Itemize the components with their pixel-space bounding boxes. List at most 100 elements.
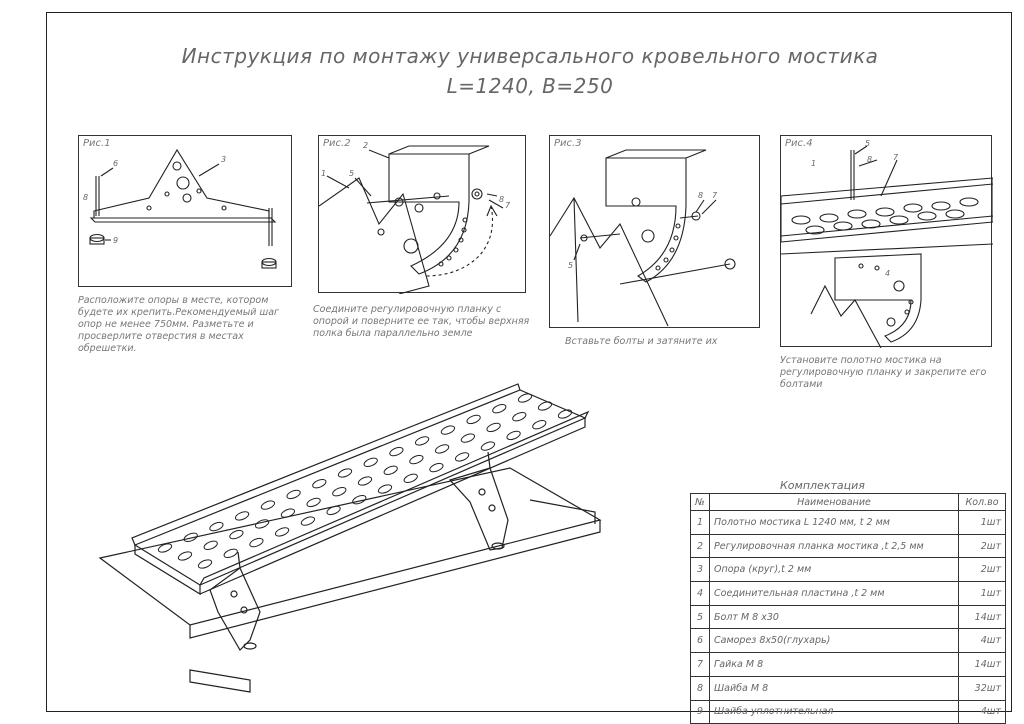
deck-slot xyxy=(429,462,444,473)
deck-slot xyxy=(454,452,470,462)
deck-slot xyxy=(312,479,327,489)
deck-slot xyxy=(203,540,218,550)
figure-3-label: Рис.3 xyxy=(554,138,582,149)
deck-slot xyxy=(286,489,301,500)
figure-3-callout-7: 7 xyxy=(712,191,718,200)
figure-2-drawing: 2 1 5 8 7 xyxy=(319,141,511,294)
kit-table-header-row: № Наименование Кол.во xyxy=(690,493,1006,511)
deck-slot xyxy=(249,537,264,548)
deck-slot xyxy=(274,527,290,537)
kit-row-qty: 4шт xyxy=(958,699,1006,724)
kit-row-no: 3 xyxy=(690,557,710,583)
kit-row-qty: 2шт xyxy=(958,557,1006,583)
kit-row-no: 1 xyxy=(690,510,710,535)
deck-slot xyxy=(537,401,553,411)
deck-slot xyxy=(512,412,527,422)
title-line-1: Инструкция по монтажу универсального кро… xyxy=(181,44,879,68)
deck-slot xyxy=(157,543,173,553)
assembly-drawing xyxy=(98,383,602,693)
deck-slot xyxy=(229,529,244,540)
deck-slot xyxy=(377,484,393,494)
kit-row-qty: 14шт xyxy=(958,652,1006,677)
kit-header-qty: Кол.во xyxy=(958,493,1006,511)
figure-4-callout-4: 4 xyxy=(885,269,890,278)
deck-slot xyxy=(280,508,296,518)
figure-1-callout-9: 9 xyxy=(113,236,118,245)
kit-row-name: Шайба уплотнительная xyxy=(709,699,959,724)
kit-row-no: 9 xyxy=(690,699,710,724)
deck-slot xyxy=(260,500,276,510)
sheet-frame xyxy=(46,12,1012,712)
figure-2-caption: Соедините регулировочную планку с опорой… xyxy=(313,304,530,339)
kit-row-qty: 4шт xyxy=(958,628,1006,654)
deck-slot xyxy=(337,468,353,478)
kit-row-no: 2 xyxy=(690,533,710,559)
deck-slot xyxy=(223,548,238,558)
figure-1-callout-6: 6 xyxy=(113,159,118,168)
figure-1-callout-3: 3 xyxy=(221,155,226,164)
deck-slot xyxy=(209,521,224,532)
figure-2-label: Рис.2 xyxy=(323,138,351,149)
deck-slot xyxy=(440,425,456,435)
kit-header-no: № xyxy=(690,493,710,511)
figure-4-callout-8: 8 xyxy=(867,155,872,164)
deck-slot xyxy=(306,497,321,508)
deck-slot xyxy=(363,457,378,467)
kit-header-name: Наименование xyxy=(709,493,959,511)
kit-row-name: Регулировочная планка мостика ,t 2,5 мм xyxy=(709,533,959,559)
figure-1-callout-8: 8 xyxy=(83,193,88,202)
figure-3-caption: Вставьте болты и затяните их xyxy=(565,336,718,347)
kit-row-qty: 1шт xyxy=(958,581,1006,606)
kit-row-qty: 14шт xyxy=(958,604,1006,630)
deck-slot xyxy=(460,433,476,443)
deck-slot xyxy=(403,473,418,483)
title-line-2: L=1240, B=250 xyxy=(446,74,614,98)
deck-slot xyxy=(506,430,521,441)
figure-4-label: Рис.4 xyxy=(785,138,813,149)
deck-slot xyxy=(254,519,270,529)
figure-3-callout-5: 5 xyxy=(568,261,573,270)
figure-3: Рис.3 8 7 5 xyxy=(549,135,760,328)
kit-row-qty: 1шт xyxy=(958,510,1006,535)
figure-1-drawing: 6 3 8 9 xyxy=(83,148,277,269)
figure-3-drawing: 8 7 5 xyxy=(550,149,736,327)
kit-row-name: Полотно мостика L 1240 мм, t 2 мм xyxy=(709,510,959,535)
kit-row-no: 4 xyxy=(690,581,710,606)
kit-row-name: Гайка М 8 xyxy=(709,652,959,677)
figure-2-callout-1: 1 xyxy=(321,169,326,178)
figure-2-callout-2: 2 xyxy=(363,141,368,150)
deck-slot xyxy=(486,422,501,433)
figure-2-callout-8: 8 xyxy=(499,195,504,204)
figure-2-callout-5: 5 xyxy=(349,169,354,178)
kit-title: Комплектация xyxy=(780,479,865,492)
deck-slot xyxy=(409,454,424,465)
deck-slot xyxy=(352,495,367,505)
deck-slot xyxy=(357,476,373,486)
deck-slot xyxy=(414,436,430,446)
deck-slot xyxy=(557,409,573,419)
figure-2-callout-7: 7 xyxy=(505,201,511,210)
figure-4-callout-7: 7 xyxy=(893,153,899,162)
kit-row-no: 7 xyxy=(690,652,710,677)
deck-slot xyxy=(532,420,547,430)
figure-3-callout-8: 8 xyxy=(698,191,703,200)
kit-row-qty: 2шт xyxy=(958,533,1006,559)
deck-slot xyxy=(434,444,450,454)
kit-row-name: Соединительная пластина ,t 2 мм xyxy=(709,581,959,606)
kit-row-no: 5 xyxy=(690,604,710,630)
deck-slot xyxy=(466,414,481,425)
deck-slot xyxy=(480,441,496,451)
deck-slot xyxy=(300,516,316,526)
figure-4-caption: Установите полотно мостика на регулирово… xyxy=(780,355,987,390)
